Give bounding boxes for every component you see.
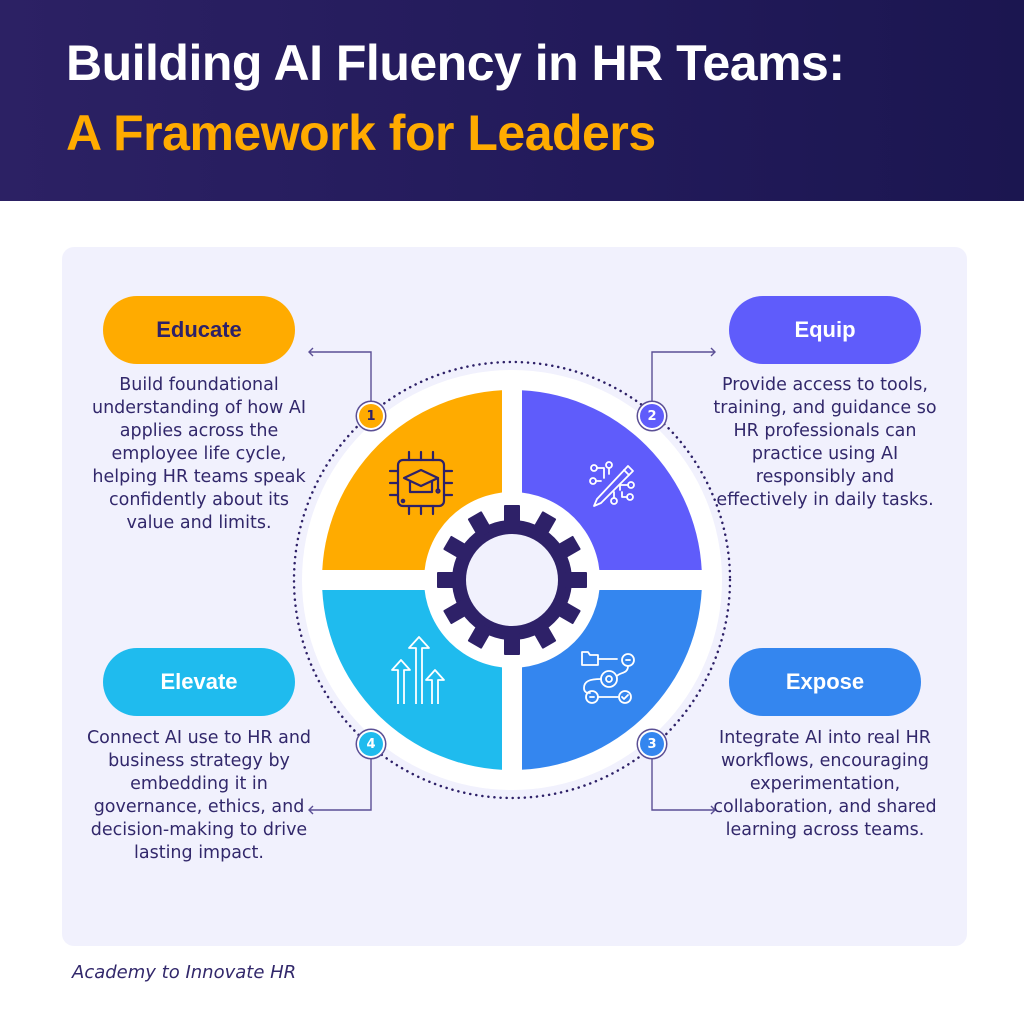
pill-equip: Equip — [729, 296, 921, 364]
title-line-1: Building AI Fluency in HR Teams: — [66, 35, 845, 91]
title-line-2: A Framework for Leaders — [66, 105, 656, 161]
pill-educate: Educate — [103, 296, 295, 364]
chip-graduation-cap-icon — [388, 450, 454, 516]
desc-elevate: Connect AI use to HR and business strate… — [86, 728, 312, 863]
step-badge-2: 2 — [640, 404, 664, 428]
desc-expose: Integrate AI into real HR workflows, enc… — [713, 728, 937, 840]
pill-elevate: Elevate — [103, 648, 295, 716]
workflow-gear-icon — [581, 651, 635, 704]
source-credit: Academy to Innovate HR — [72, 962, 297, 983]
pencil-circuit-icon — [589, 461, 635, 507]
gear-icon — [437, 505, 587, 655]
step-badge-4: 4 — [359, 732, 383, 756]
pill-expose: Expose — [729, 648, 921, 716]
dotted-ring — [292, 360, 732, 800]
desc-educate: Build foundational understanding of how … — [91, 375, 307, 533]
desc-equip: Provide access to tools, training, and g… — [713, 375, 937, 510]
growth-arrows-icon — [391, 636, 445, 704]
step-badge-1: 1 — [359, 404, 383, 428]
step-badge-3: 3 — [640, 732, 664, 756]
connector-lines — [308, 347, 716, 815]
header-banner: Building AI Fluency in HR Teams: A Frame… — [0, 0, 1024, 201]
